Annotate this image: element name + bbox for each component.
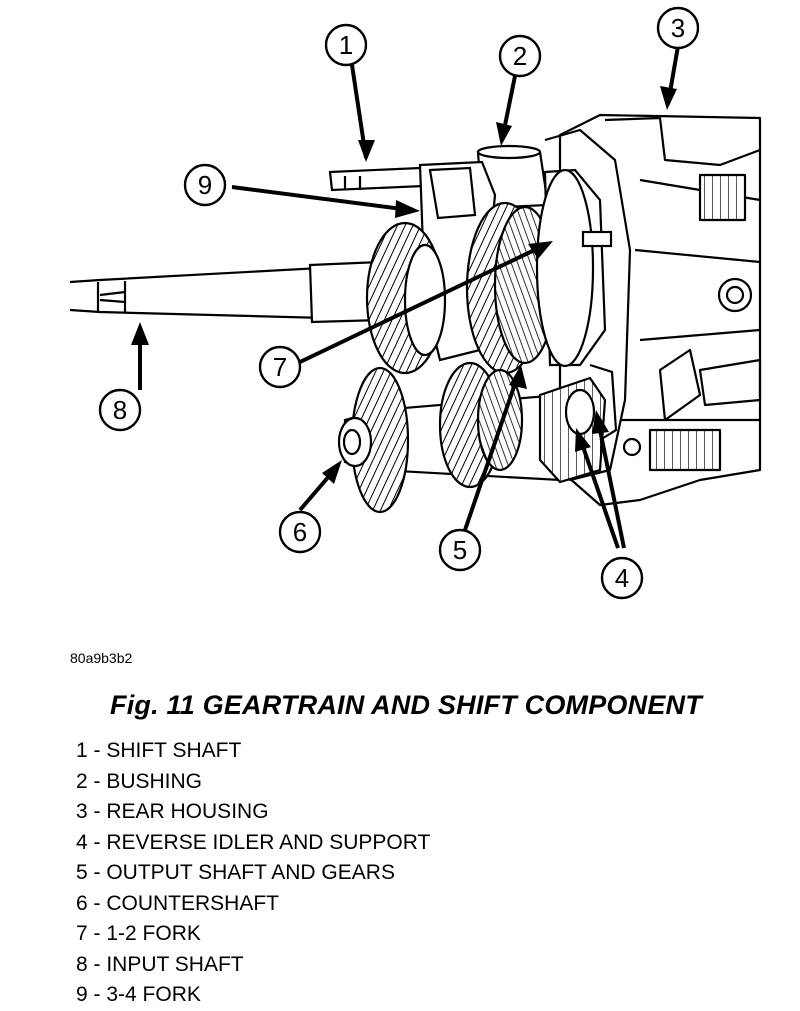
geartrain-illustration: 1 2 3 4 5 6 7 8 9 bbox=[69, 6, 762, 600]
callout-7: 7 bbox=[258, 345, 302, 389]
legend-item: 4 - REVERSE IDLER AND SUPPORT bbox=[76, 830, 431, 854]
svg-text:4: 4 bbox=[615, 563, 629, 593]
legend-item: 1 - SHIFT SHAFT bbox=[76, 739, 242, 762]
legend-item: 7 - 1-2 FORK bbox=[76, 922, 201, 945]
rear-housing bbox=[539, 113, 762, 507]
svg-text:1: 1 bbox=[339, 30, 353, 60]
svg-text:5: 5 bbox=[453, 535, 467, 565]
legend-item: 6 - COUNTERSHAFT bbox=[76, 891, 280, 915]
arrow-heads bbox=[131, 86, 677, 484]
svg-text:9: 9 bbox=[198, 170, 212, 200]
callouts: 1 2 3 4 5 6 7 8 9 bbox=[98, 6, 700, 600]
drawing-id: 80a9b3b2 bbox=[70, 650, 133, 666]
callout-9: 9 bbox=[183, 163, 227, 207]
reverse-idler bbox=[538, 363, 618, 484]
legend-list: 1 - SHIFT SHAFT 2 - BUSHING 3 - REAR HOU… bbox=[76, 736, 430, 1011]
callout-3: 3 bbox=[656, 6, 700, 50]
shift-shaft bbox=[328, 166, 426, 192]
svg-text:7: 7 bbox=[273, 352, 287, 382]
svg-text:3: 3 bbox=[671, 13, 685, 43]
legend-item: 2 - BUSHING bbox=[76, 769, 203, 793]
legend-item: 5 - OUTPUT SHAFT AND GEARS bbox=[76, 861, 395, 884]
callout-4: 4 bbox=[600, 556, 644, 600]
svg-text:8: 8 bbox=[113, 395, 127, 425]
callout-1: 1 bbox=[324, 23, 368, 67]
svg-text:6: 6 bbox=[293, 517, 307, 547]
svg-text:2: 2 bbox=[513, 41, 527, 71]
callout-8: 8 bbox=[98, 388, 142, 432]
input-shaft bbox=[69, 260, 384, 324]
leader-arrows bbox=[138, 45, 680, 549]
legend-item: 9 - 3-4 FORK bbox=[76, 983, 201, 1006]
legend-item: 3 - REAR HOUSING bbox=[76, 800, 269, 823]
callout-2: 2 bbox=[498, 34, 542, 78]
figure-title: Fig. 11 GEARTRAIN AND SHIFT COMPONENT bbox=[110, 690, 702, 720]
callout-6: 6 bbox=[278, 510, 322, 554]
callout-5: 5 bbox=[438, 528, 482, 572]
countershaft bbox=[337, 361, 562, 514]
legend-item: 8 - INPUT SHAFT bbox=[76, 952, 244, 976]
